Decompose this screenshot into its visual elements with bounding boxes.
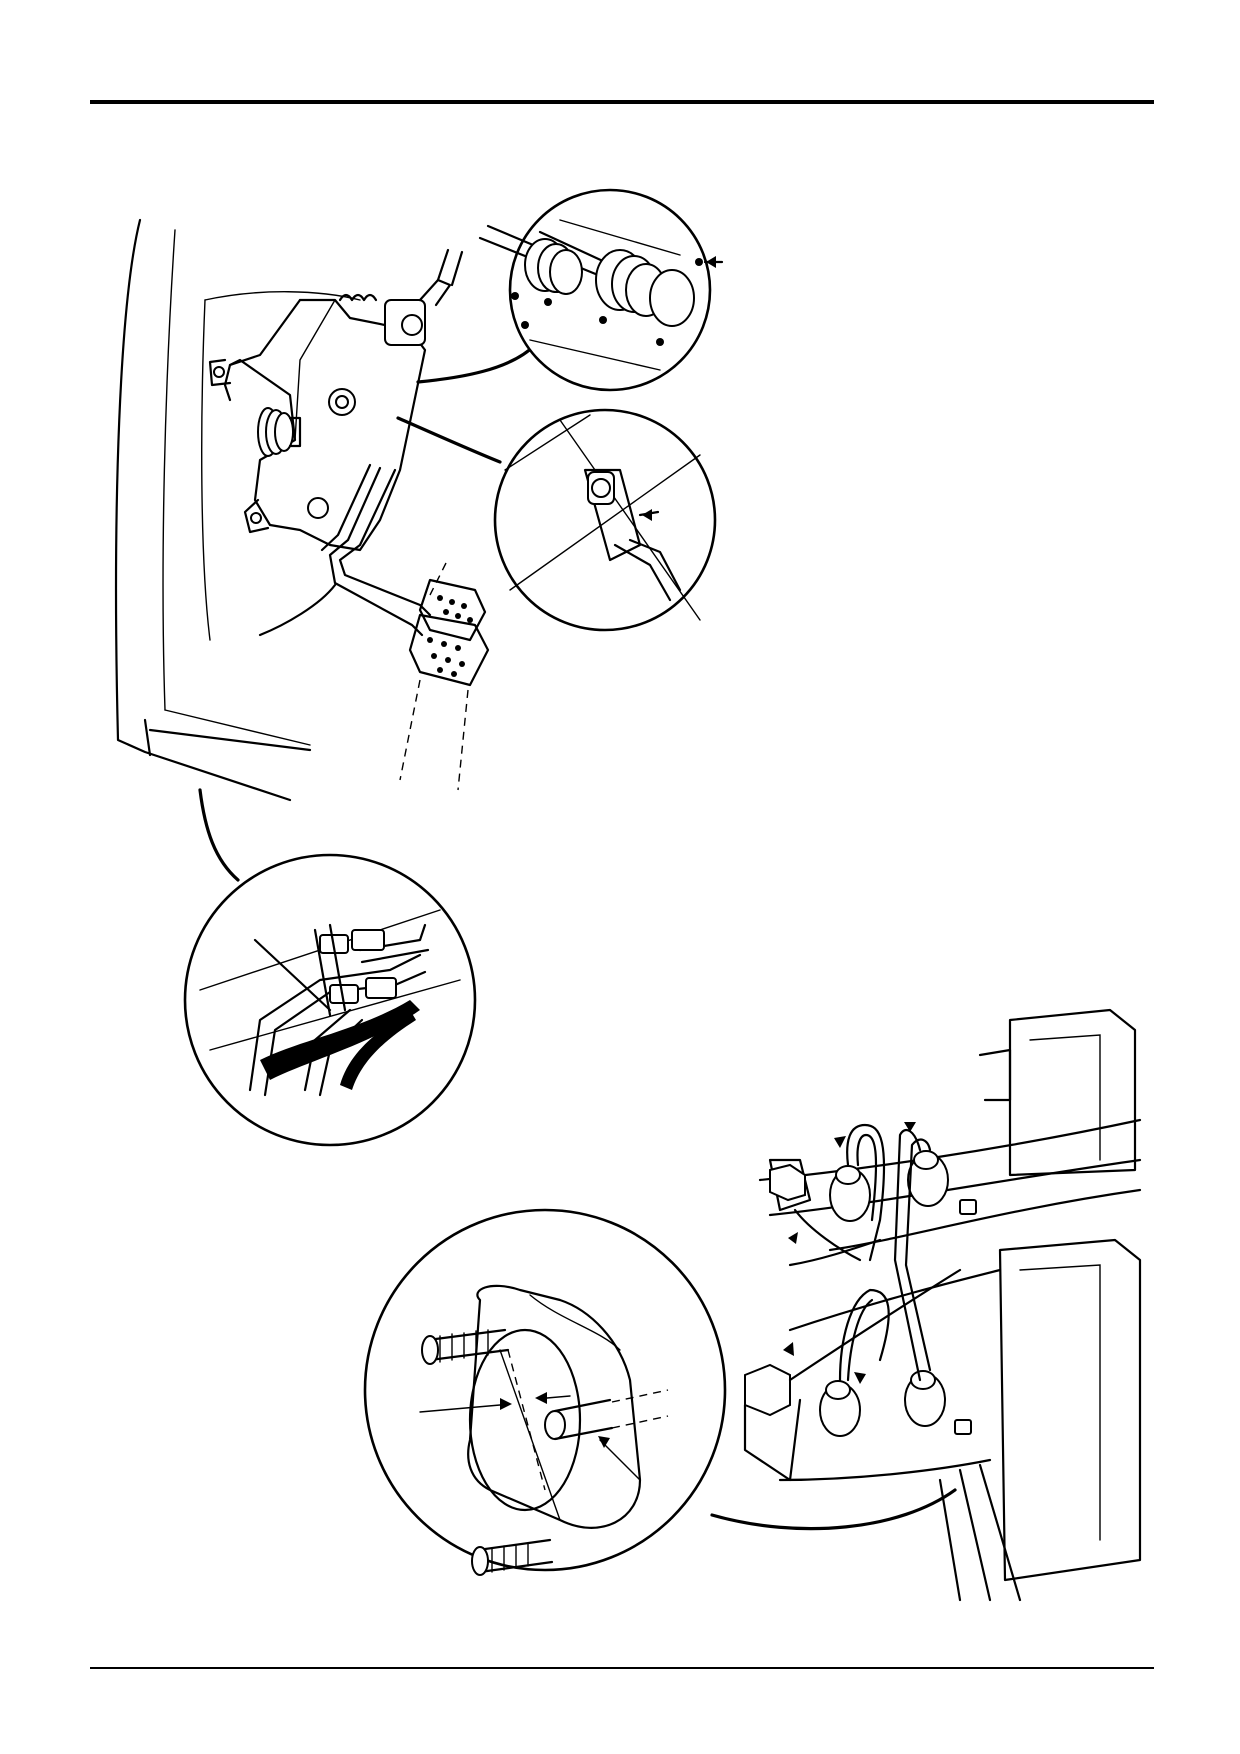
detail-circle-grommets [478,188,724,392]
detail-circle-clevis [493,408,717,632]
detail-circle-pipe-unions [183,788,477,1147]
brake-pedal-pad [408,578,490,687]
detail-circle-hub [363,1208,727,1576]
pedal-box-assembly [114,218,537,802]
rear-axle-assembly [710,1008,1142,1602]
header-rule [90,100,1154,104]
footer-rule [90,1667,1154,1669]
